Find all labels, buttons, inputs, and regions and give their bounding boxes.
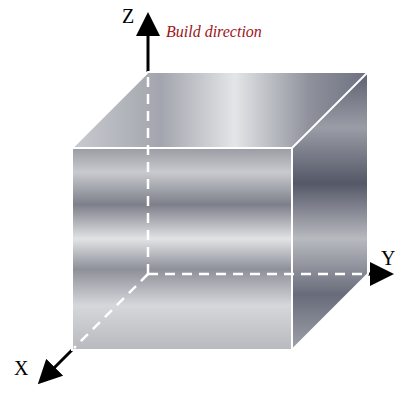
x-axis [42,350,72,380]
y-axis [368,273,388,276]
axis-label: Y [381,248,395,268]
hidden-axes [74,74,366,348]
axis-label: Z [122,6,134,26]
cube-edges [72,72,368,350]
direction-note: Build direction [166,24,262,40]
right-face [292,72,368,350]
front-face [72,148,292,350]
z-axis [147,18,150,72]
axis-label: X [14,358,28,378]
